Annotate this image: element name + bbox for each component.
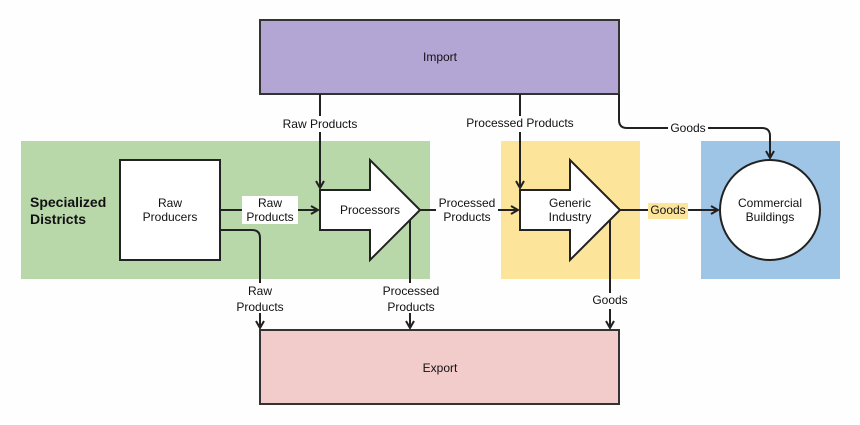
label-export-raw-1: Raw — [248, 284, 272, 298]
specialized-districts-label-1: Specialized — [30, 194, 106, 210]
label-import-raw-products: Raw Products — [283, 117, 358, 131]
label-export-processed-2: Products — [387, 300, 434, 314]
edge-producers-to-export — [220, 229, 260, 328]
import-node[interactable]: Import — [259, 19, 620, 95]
import-label: Import — [423, 50, 458, 64]
raw-producers-node[interactable]: Raw Producers — [119, 159, 221, 261]
label-industry-goods: Goods — [650, 203, 685, 217]
label-producers-raw-2: Products — [246, 210, 293, 224]
processors-label: Processors — [340, 203, 400, 217]
commercial-buildings-label-2: Buildings — [746, 210, 795, 224]
label-processors-processed-2: Products — [443, 210, 490, 224]
generic-industry-label-1: Generic — [549, 196, 591, 210]
label-export-processed-1: Processed — [383, 284, 440, 298]
raw-producers-label-2: Producers — [143, 210, 198, 224]
label-import-goods: Goods — [670, 121, 705, 135]
processors-node[interactable]: Processors — [319, 157, 422, 263]
generic-industry-label-2: Industry — [549, 210, 592, 224]
specialized-districts-label-2: Districts — [30, 211, 86, 227]
export-node[interactable]: Export — [259, 329, 620, 405]
label-processors-processed-1: Processed — [439, 196, 496, 210]
label-producers-raw-1: Raw — [258, 196, 282, 210]
raw-producers-label-1: Raw — [158, 196, 182, 210]
label-export-raw-2: Products — [236, 300, 283, 314]
label-export-goods: Goods — [592, 293, 627, 307]
commercial-buildings-node[interactable]: Commercial Buildings — [719, 159, 821, 261]
label-import-processed-products: Processed Products — [466, 116, 573, 130]
commercial-buildings-label-1: Commercial — [738, 196, 802, 210]
generic-industry-node[interactable]: Generic Industry — [519, 157, 622, 263]
export-label: Export — [423, 361, 458, 375]
edge-labels: Raw Products Processed Products Goods Ra… — [233, 116, 708, 314]
